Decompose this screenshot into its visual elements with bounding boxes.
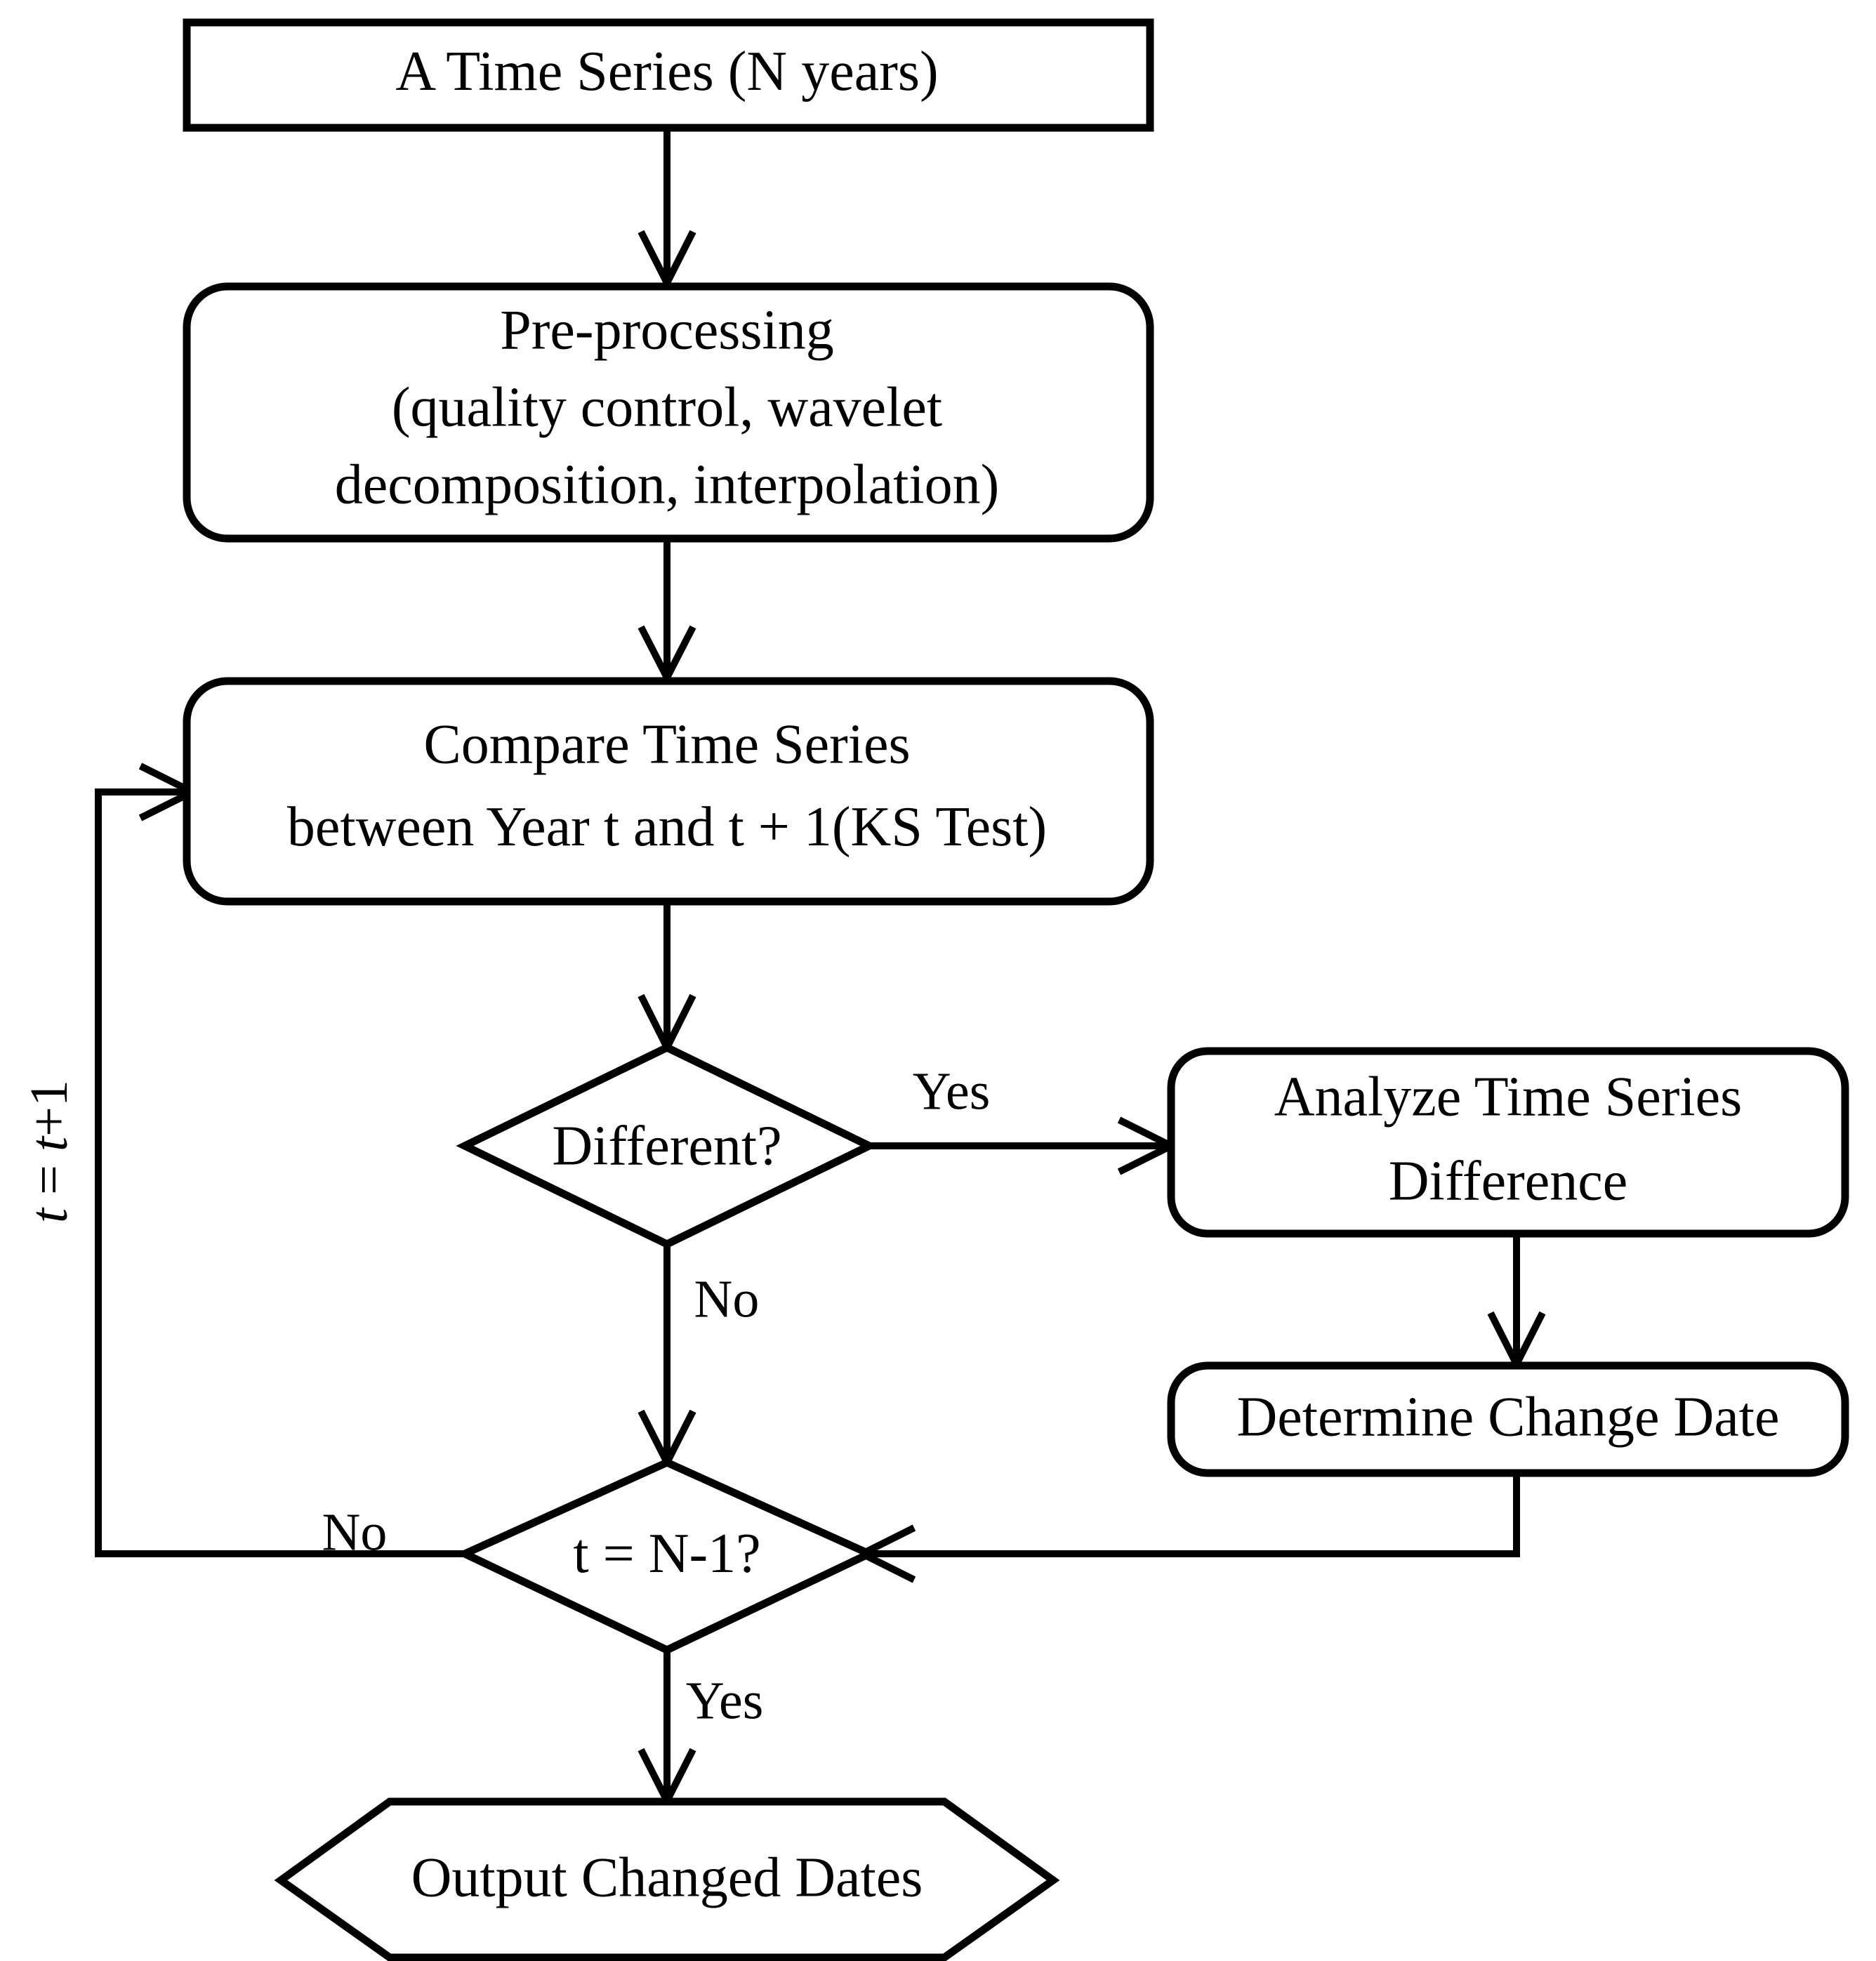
start-text-plain: A Time Series (	[395, 41, 746, 103]
node-compare-line1: Compare Time Series	[423, 713, 910, 775]
compare-l2-b: and	[619, 796, 729, 858]
start-text-tail: years)	[787, 41, 938, 103]
node-preprocess-shape[interactable]	[183, 282, 1154, 543]
edge-different-yes	[869, 1116, 1180, 1175]
loopback-plus: +1	[20, 1080, 79, 1137]
start-text-italic: N	[746, 41, 787, 103]
loopback-eq: =	[20, 1151, 79, 1208]
node-different-label: Different?	[552, 1115, 781, 1177]
loopcheck-eq: =	[589, 1523, 649, 1585]
node-determine-shape[interactable]	[1167, 1361, 1849, 1477]
compare-l2-t1: t	[604, 796, 619, 858]
edge-label-loopback-group: t = t+1	[20, 1080, 79, 1223]
loopback-t: t	[20, 1207, 79, 1223]
node-preprocess-line2: (quality control, wavelet	[392, 376, 942, 438]
loopcheck-n: N	[649, 1523, 689, 1585]
edge-analyze-to-determine	[1487, 1234, 1546, 1373]
node-analyze-shape[interactable]	[1167, 1047, 1849, 1238]
edge-label-different-no: No	[694, 1269, 760, 1328]
node-start-shape[interactable]	[183, 18, 1154, 132]
edge-preprocess-to-compare	[638, 539, 696, 685]
node-different-shape[interactable]	[456, 1043, 878, 1249]
node-preprocess-line3: decomposition, interpolation)	[335, 454, 999, 515]
node-output-label: Output Changed Dates	[411, 1847, 923, 1908]
node-compare-line2: between Year t and t + 1(KS Test)	[287, 796, 1047, 858]
compare-l2-t2: t	[729, 796, 744, 858]
loopcheck-tail: -1?	[689, 1523, 760, 1585]
loopcheck-t: t	[573, 1523, 588, 1585]
node-output-shape[interactable]	[274, 1797, 1060, 1961]
node-analyze-line1: Analyze Time Series	[1274, 1066, 1743, 1128]
edge-label-different-yes: Yes	[913, 1062, 991, 1121]
edge-compare-to-different	[638, 902, 696, 1056]
edge-label-loopcheck-no: No	[322, 1503, 388, 1561]
edge-label-loopcheck-yes: Yes	[686, 1671, 764, 1730]
edge-determine-to-loopcheck	[854, 1473, 1520, 1583]
node-compare-shape[interactable]	[183, 677, 1154, 906]
loopback-t2: t	[20, 1135, 79, 1151]
node-start-label: A Time Series (N years)	[395, 41, 938, 103]
node-loopcheck-shape[interactable]	[455, 1458, 879, 1655]
node-loopcheck-label: t = N-1?	[573, 1523, 760, 1585]
compare-l2-c: + 1(KS Test)	[744, 796, 1047, 858]
edge-label-loopback: t = t+1	[20, 1080, 79, 1223]
edge-different-no	[638, 1244, 696, 1471]
node-analyze-line2: Difference	[1389, 1150, 1628, 1212]
edge-start-to-preprocess	[638, 128, 696, 291]
node-preprocess-line1: Pre-processing	[500, 299, 833, 361]
compare-l2-a: between Year	[287, 796, 604, 858]
node-determine-label: Determine Change Date	[1236, 1386, 1779, 1448]
